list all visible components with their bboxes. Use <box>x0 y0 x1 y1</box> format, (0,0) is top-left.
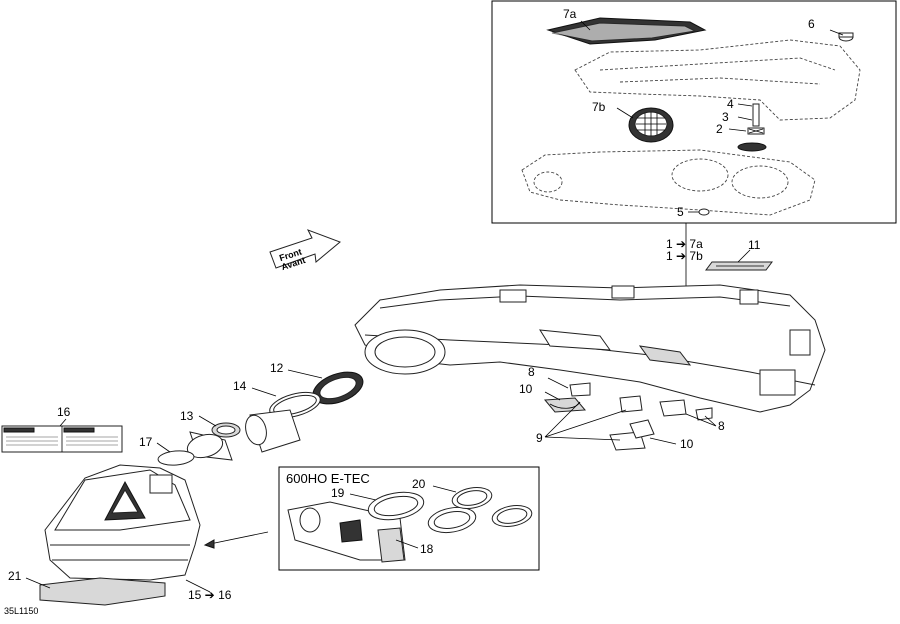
label-12: 12 <box>270 361 284 375</box>
label-9: 9 <box>536 431 543 445</box>
inset-title: 600HO E-TEC <box>286 471 370 486</box>
label-21: 21 <box>8 569 22 583</box>
label-10b: 10 <box>680 437 694 451</box>
label-4: 4 <box>727 97 734 111</box>
part-16-warning-decal <box>1 425 123 453</box>
clip-parts <box>543 382 713 451</box>
label-18: 18 <box>420 542 434 556</box>
label-ref-7b: 1 ➔ 7b <box>666 249 703 263</box>
label-8a: 8 <box>528 365 535 379</box>
part-7a-cover <box>546 17 707 45</box>
label-13: 13 <box>180 409 194 423</box>
label-19: 19 <box>331 486 345 500</box>
label-2: 2 <box>716 122 723 136</box>
label-6: 6 <box>808 17 815 31</box>
label-10a: 10 <box>519 382 533 396</box>
label-8b: 8 <box>718 419 725 433</box>
detail-frame-top <box>491 0 897 224</box>
label-5: 5 <box>677 205 684 219</box>
part-7b-filter <box>628 107 674 143</box>
part-5-grommet <box>698 208 710 216</box>
label-15-16: 15 ➔ 16 <box>188 588 232 602</box>
upper-housing-outline <box>574 39 861 121</box>
label-17: 17 <box>139 435 153 449</box>
label-20: 20 <box>412 477 426 491</box>
label-11: 11 <box>748 238 761 252</box>
label-14: 14 <box>233 379 247 393</box>
part-21-foam <box>39 577 166 606</box>
label-3: 3 <box>722 110 729 124</box>
inset-parts <box>287 487 533 563</box>
label-16: 16 <box>57 405 71 419</box>
part-12-seal <box>312 371 364 405</box>
inset-frame <box>278 466 540 571</box>
leaders-top <box>580 20 844 213</box>
label-7b: 7b <box>592 100 606 114</box>
main-airbox-housing <box>354 284 826 413</box>
part-11-decal <box>705 261 773 271</box>
part-13-adapter <box>186 409 301 461</box>
part-17-oring <box>157 450 195 466</box>
label-7a: 7a <box>563 7 577 21</box>
label-ref-7a: 1 ➔ 7a <box>666 237 703 251</box>
drawing-code: 35L1150 <box>4 606 38 616</box>
silencer-housing <box>44 464 201 581</box>
lower-housing-outline <box>521 149 816 216</box>
front-direction-arrow: Front Avant <box>269 229 341 272</box>
bolt-stack-2-3-4 <box>737 103 767 152</box>
